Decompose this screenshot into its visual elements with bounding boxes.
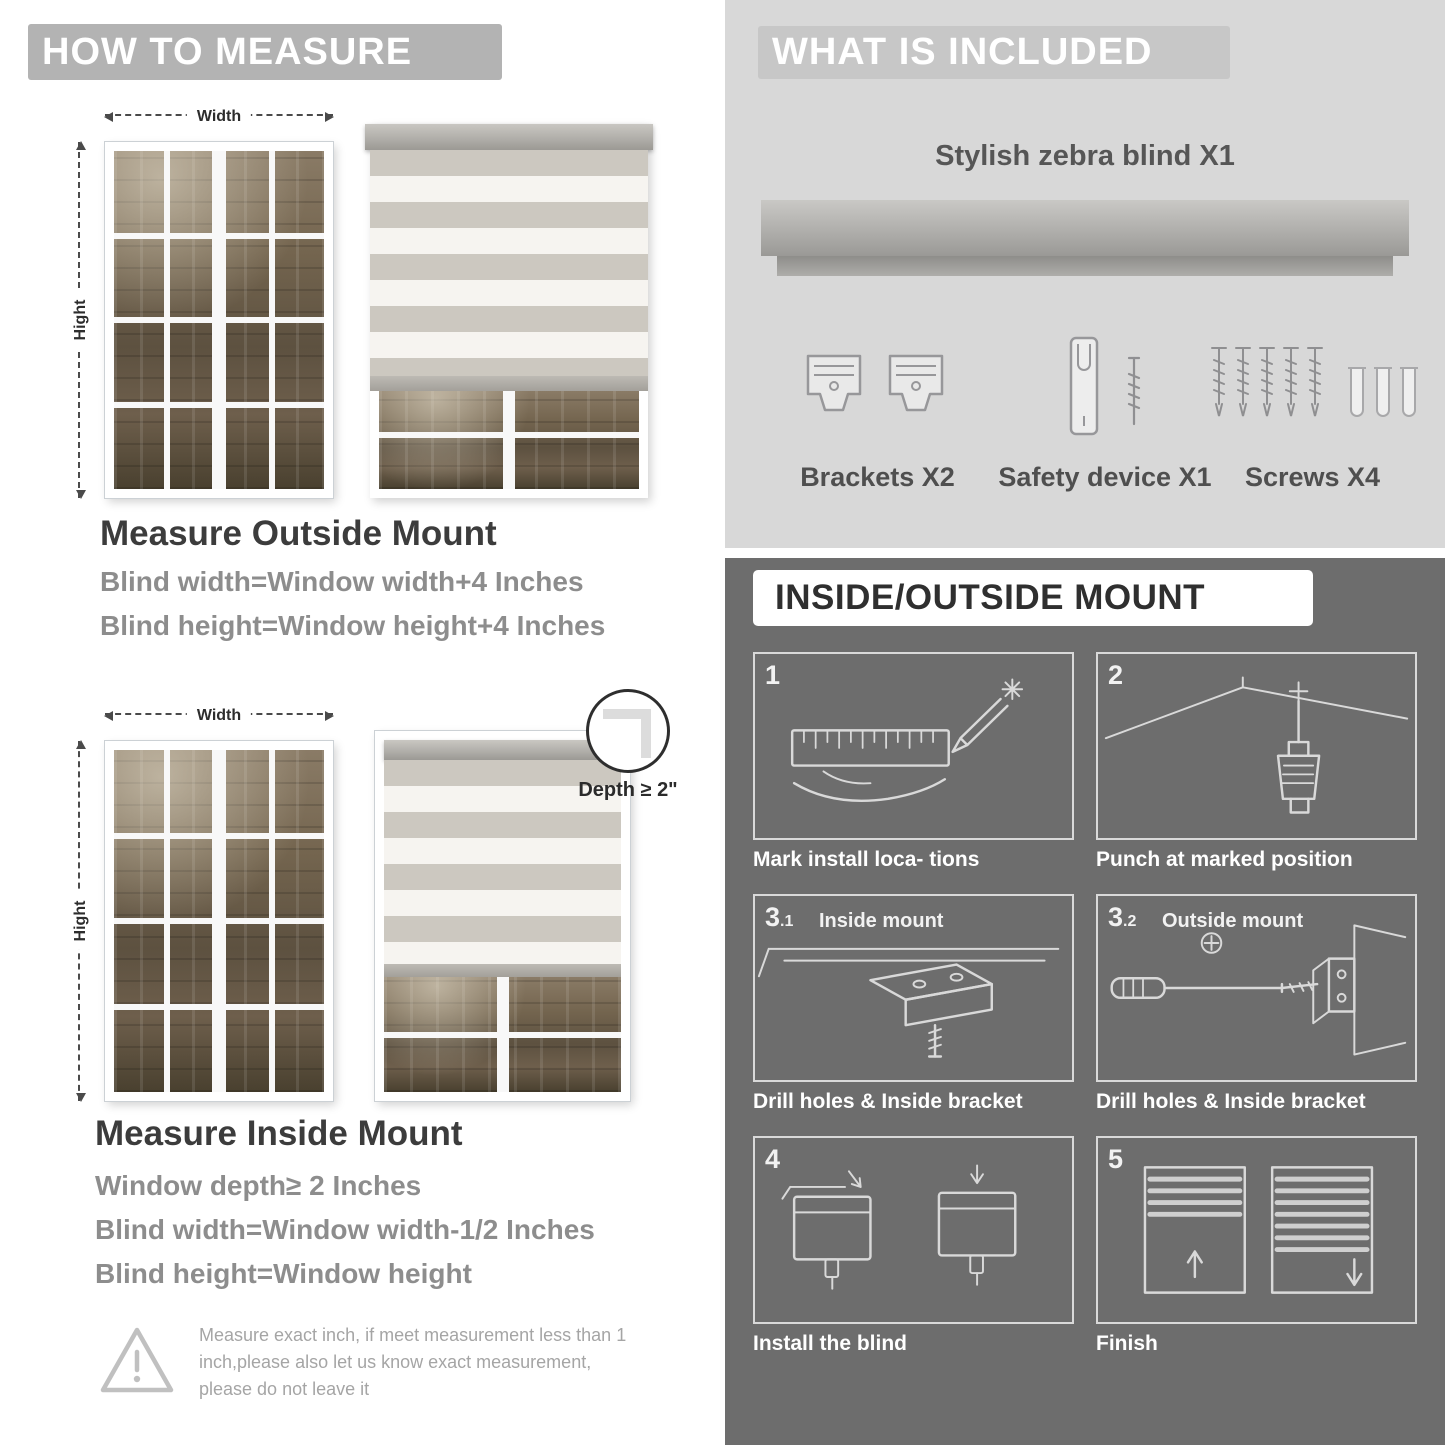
screws-icon (1211, 347, 1418, 417)
step-2: 2 Punch at mar (1096, 652, 1417, 878)
blind-bottom-rail (384, 964, 621, 977)
step-1: 1 Mark install loca- tions (753, 652, 1074, 878)
height-arrow-label: Hight (72, 892, 90, 950)
drill-position-art (1104, 676, 1409, 814)
step-caption: Punch at marked position (1096, 848, 1353, 871)
step-3-2-panel: 3.2 Outside mount (1096, 894, 1417, 1082)
step-3-1-panel: 3.1 Inside mount (753, 894, 1074, 1082)
step-5-panel: 5 (1096, 1136, 1417, 1324)
window-lower-part (370, 391, 648, 498)
zebra-blind-headrail (761, 200, 1409, 276)
step-caption: Mark install loca- tions (753, 848, 980, 871)
inside-outside-mount-header: INSIDE/OUTSIDE MOUNT (753, 570, 1313, 626)
inside-mount-illustration: Width Hight De (70, 689, 678, 1110)
screws-label: Screws X4 (1244, 462, 1381, 492)
width-arrow: Width (104, 108, 334, 126)
step-4-panel: 4 (753, 1136, 1074, 1324)
width-arrow-label: Width (186, 707, 252, 725)
brackets-label: Brackets X2 (800, 462, 955, 492)
inside-mount-title: Measure Inside Mount (95, 1114, 463, 1153)
blind-stripes (384, 760, 621, 964)
height-arrow-label: Hight (72, 291, 90, 349)
height-arrow: Hight (72, 141, 90, 499)
depth-callout-circle (586, 689, 670, 773)
width-arrow: Width (104, 707, 334, 725)
step-2-panel: 2 (1096, 652, 1417, 840)
step-inline-title: Outside mount (1162, 910, 1304, 932)
included-item-safety-device: Safety device X1 (990, 318, 1220, 493)
step-number: 1 (765, 660, 781, 690)
mark-locations-art (790, 678, 1024, 802)
width-arrow-label: Width (186, 108, 252, 126)
measure-warning: Measure exact inch, if meet measurement … (95, 1322, 655, 1403)
how-to-measure-header: HOW TO MEASURE (28, 24, 502, 80)
what-is-included-panel: WHAT IS INCLUDED Stylish zebra blind X1 (725, 0, 1445, 548)
outside-bracket-art (1110, 924, 1407, 1056)
step-number: 3.2 (1108, 902, 1137, 932)
zebra-blind-inside (375, 731, 630, 1101)
depth-callout-label: Depth ≥ 2" (578, 779, 678, 801)
headrail-fascia (777, 256, 1393, 276)
step-caption: Drill holes & Inside bracket (753, 1090, 1023, 1113)
inside-bracket-art (757, 947, 1060, 1058)
inside-mount-line-1: Window depth≥ 2 Inches (95, 1170, 422, 1201)
what-is-included-header: WHAT IS INCLUDED (758, 26, 1230, 79)
blind-stripes (370, 150, 648, 376)
window-lower-glass (379, 391, 639, 489)
window-photo (105, 142, 333, 498)
step-1-panel: 1 (753, 652, 1074, 840)
step-inline-title: Inside mount (819, 910, 944, 932)
outside-mount-line-1: Blind width=Window width+4 Inches (100, 566, 584, 597)
step-caption: Install the blind (753, 1332, 908, 1355)
warning-icon (100, 1327, 174, 1393)
included-items-row: Brackets X2 (765, 318, 1418, 493)
step-5: 5 (1096, 1136, 1417, 1362)
step-caption: Finish (1096, 1332, 1158, 1355)
outside-mount-title: Measure Outside Mount (100, 514, 497, 553)
included-item-screws: Screws X4 (1211, 318, 1418, 493)
install-blind-art (781, 1164, 1017, 1290)
inside-mount-line-3: Blind height=Window height (95, 1258, 472, 1289)
included-item-brackets: Brackets X2 (765, 318, 990, 493)
window-photo (105, 741, 333, 1101)
outside-mount-illustration: Width Hight (70, 100, 655, 505)
step-caption: Drill holes & Inside bracket (1096, 1090, 1366, 1113)
window-glass (114, 151, 324, 489)
safety-device-icon (1069, 336, 1141, 436)
blind-cassette (384, 740, 621, 760)
zebra-blind-label: Stylish zebra blind X1 (935, 140, 1235, 172)
blind-bottom-rail (370, 376, 648, 391)
outside-mount-line-2: Blind height=Window height+4 Inches (100, 610, 606, 641)
step-number: 2 (1108, 660, 1124, 690)
inside-mount-line-2: Blind width=Window width-1/2 Inches (95, 1214, 595, 1245)
step-number: 4 (765, 1144, 781, 1174)
window-lower-glass (384, 977, 621, 1092)
step-3-1: 3.1 Inside mount (753, 894, 1074, 1120)
step-number: 3.1 (765, 902, 794, 932)
height-arrow: Hight (72, 740, 90, 1102)
frame-corner-detail (603, 709, 652, 758)
brackets-icon (806, 354, 943, 412)
blind-cassette (365, 124, 653, 150)
inside-outside-mount-panel: INSIDE/OUTSIDE MOUNT 1 (725, 558, 1445, 1445)
step-4: 4 (753, 1136, 1074, 1362)
step-3-2: 3.2 Outside mount (1096, 894, 1417, 1120)
safety-device-label: Safety device X1 (998, 462, 1212, 492)
window-glass (114, 750, 324, 1092)
zebra-blind-outside (365, 124, 653, 498)
warning-text: Measure exact inch, if meet measurement … (199, 1325, 627, 1399)
step-number: 5 (1108, 1144, 1124, 1174)
mount-steps-grid: 1 Mark install loca- tions (753, 652, 1417, 1362)
finish-art (1143, 1166, 1374, 1294)
